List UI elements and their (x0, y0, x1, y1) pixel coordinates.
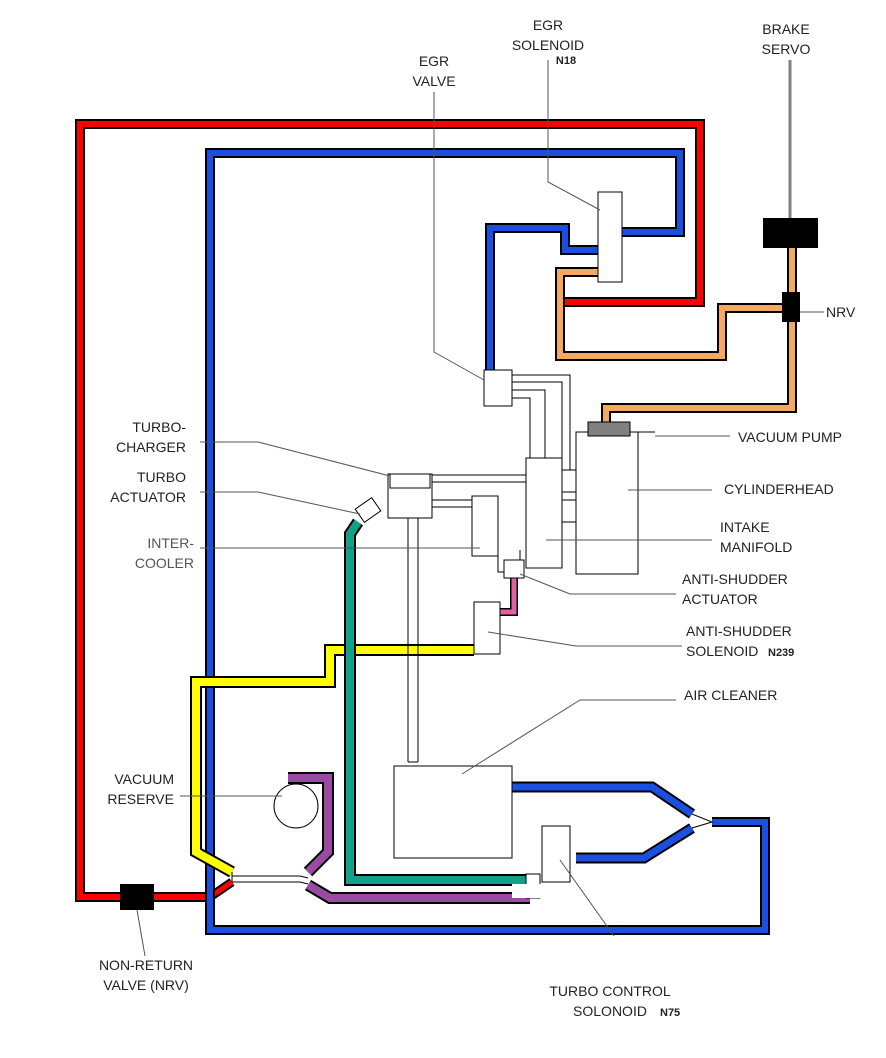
label-egr-solenoid-2: SOLENOID (512, 37, 584, 53)
non-return-valve-block (120, 884, 154, 910)
egr-solenoid-box (597, 191, 623, 283)
label-vacuum-pump: VACUUM PUMP (738, 429, 842, 445)
cylinderhead-box (575, 431, 639, 575)
orange-hose (555, 248, 797, 424)
label-egr-solenoid-1: EGR (533, 17, 563, 33)
intake-manifold-box (525, 457, 563, 569)
turbo-actuator-shape (354, 497, 382, 523)
label-turbo-actuator-2: ACTUATOR (110, 489, 186, 505)
egr-valve-box (483, 369, 513, 407)
label-anti-shudder-actuator-1: ANTI-SHUDDER (682, 571, 788, 587)
junction-hoses (231, 872, 542, 899)
label-cylinderhead: CYLINDERHEAD (724, 481, 834, 497)
label-anti-shudder-solenoid-code: N239 (768, 647, 794, 659)
vacuum-reserve-circle (273, 783, 319, 829)
blue-hose-outer (205, 148, 770, 935)
label-turbo-actuator-1: TURBO (137, 469, 186, 485)
label-anti-shudder-solenoid-1: ANTI-SHUDDER (686, 623, 792, 639)
label-intake-manifold-2: MANIFOLD (720, 539, 792, 555)
leader-lines (136, 60, 824, 957)
nrv-block (782, 292, 800, 322)
label-non-return-valve-1: NON-RETURN (99, 957, 193, 973)
label-brake-servo-1: BRAKE (762, 21, 809, 37)
manifold-port-1 (561, 469, 577, 493)
label-vacuum-reserve-2: RESERVE (107, 791, 174, 807)
anti-shudder-solenoid-box (473, 601, 501, 655)
label-air-cleaner: AIR CLEANER (684, 687, 777, 703)
manifold-port-2 (561, 499, 577, 523)
label-anti-shudder-solenoid-2: SOLENOID (686, 643, 758, 659)
label-anti-shudder-actuator-2: ACTUATOR (682, 591, 758, 607)
green-hose (344, 518, 526, 886)
label-vacuum-reserve-1: VACUUM (114, 771, 174, 787)
label-intake-manifold-1: INTAKE (720, 519, 770, 535)
intercooler-box (471, 495, 499, 557)
purple-hose (288, 772, 530, 904)
label-turbo-control-code: N75 (660, 1007, 680, 1019)
label-intercooler-1: INTER- (147, 535, 194, 551)
label-brake-servo-2: SERVO (762, 41, 811, 57)
turbocharger-top (389, 473, 431, 489)
anti-shudder-actuator-box (503, 559, 525, 579)
label-turbo-control-1: TURBO CONTROL (549, 983, 671, 999)
turbo-control-solenoid-box (541, 825, 571, 883)
label-egr-valve-1: EGR (419, 53, 449, 69)
label-egr-valve-2: VALVE (412, 73, 455, 89)
label-turbocharger-1: TURBO- (132, 419, 186, 435)
label-intercooler-2: COOLER (135, 555, 194, 571)
vacuum-pump-block (587, 421, 631, 437)
label-egr-solenoid-code: N18 (556, 55, 576, 67)
label-nrv: NRV (826, 304, 856, 320)
label-non-return-valve-2: VALVE (NRV) (103, 977, 189, 993)
label-turbo-control-2: SOLONOID (573, 1003, 647, 1019)
label-turbocharger-2: CHARGER (116, 439, 186, 455)
blue-hose-turbo-control (512, 781, 714, 864)
air-cleaner-box (393, 765, 513, 859)
blue-hose-egr (485, 223, 598, 370)
brake-servo-block (763, 218, 818, 248)
